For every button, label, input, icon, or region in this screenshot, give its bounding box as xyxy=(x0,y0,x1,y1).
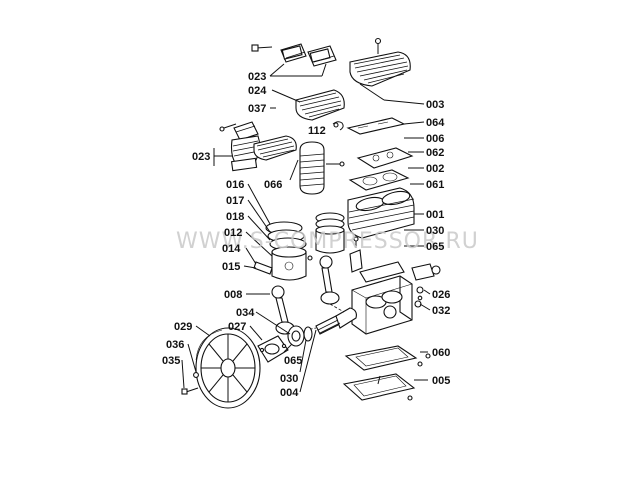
label-008: 008 xyxy=(224,289,242,301)
label-037: 037 xyxy=(248,103,266,115)
cylinder-head-024 xyxy=(295,89,345,121)
valve-cover-top-mid xyxy=(307,45,337,67)
label-027: 027 xyxy=(228,321,246,333)
base-gasket-060 xyxy=(344,345,431,371)
breather-valve xyxy=(349,236,363,273)
bearing-065 xyxy=(287,325,305,347)
label-066: 066 xyxy=(264,179,282,191)
flywheel-bolt-035 xyxy=(181,387,199,395)
label-012: 012 xyxy=(224,227,242,239)
crankcase-001 xyxy=(351,261,413,335)
piston-left xyxy=(271,246,307,281)
connecting-rod-left xyxy=(271,285,295,335)
label-035: 035 xyxy=(162,355,180,367)
label-023-top: 023 xyxy=(248,71,266,83)
flywheel-029 xyxy=(195,327,261,409)
connecting-rod-right xyxy=(319,255,340,305)
label-064: 064 xyxy=(426,117,445,129)
label-062: 062 xyxy=(426,147,444,159)
base-plate-005 xyxy=(342,373,416,401)
flywheel-key-036 xyxy=(193,372,199,378)
piston-pin-left xyxy=(253,255,313,275)
valve-cover-top-left xyxy=(280,43,307,63)
label-017: 017 xyxy=(226,195,244,207)
label-006: 006 xyxy=(426,133,444,145)
intercooler-066 xyxy=(299,141,345,195)
leader-lines xyxy=(181,63,431,393)
valve-plate-006 xyxy=(356,147,414,169)
sight-glass-032 xyxy=(414,295,423,308)
label-026: 026 xyxy=(432,289,450,301)
cylinder-061 xyxy=(347,187,415,239)
label-112: 112 xyxy=(308,125,326,137)
screw-top-right xyxy=(374,37,382,54)
label-032: 032 xyxy=(432,305,450,317)
label-023-left: 023 xyxy=(192,151,210,163)
label-001: 001 xyxy=(426,209,444,221)
label-014: 014 xyxy=(222,243,241,255)
cylinder-head-003 xyxy=(349,51,411,87)
label-036: 036 xyxy=(166,339,184,351)
label-005: 005 xyxy=(432,375,450,387)
label-015: 015 xyxy=(222,261,240,273)
label-065-bottom: 065 xyxy=(284,355,302,367)
label-029: 029 xyxy=(174,321,192,333)
gasket-064 xyxy=(346,117,406,135)
seal-030 xyxy=(303,326,313,342)
label-030-bottom: 030 xyxy=(280,373,298,385)
label-030-right: 030 xyxy=(426,225,444,237)
piston-rings-left xyxy=(265,221,307,251)
watermark-text: WWW.S-COMPRESSOR.RU xyxy=(176,229,479,254)
label-065-right: 065 xyxy=(426,241,444,253)
label-016: 016 xyxy=(226,179,244,191)
label-024: 024 xyxy=(248,85,267,97)
head-left-assembly xyxy=(219,121,261,172)
label-060: 060 xyxy=(432,347,450,359)
piston-right xyxy=(315,225,345,254)
fitting-112 xyxy=(332,121,344,131)
gasket-062 xyxy=(348,169,410,191)
cylinder-head-left xyxy=(253,135,297,161)
label-061: 061 xyxy=(426,179,444,191)
label-002: 002 xyxy=(426,163,444,175)
part-labels: 023 003 024 037 112 064 023 006 062 066 … xyxy=(162,71,450,399)
label-004: 004 xyxy=(280,387,299,399)
screw-top-left xyxy=(251,44,273,52)
label-018: 018 xyxy=(226,211,244,223)
bearing-cover-027 xyxy=(257,335,289,363)
label-003: 003 xyxy=(426,99,444,111)
oil-plug-026 xyxy=(411,263,441,294)
label-034: 034 xyxy=(236,307,255,319)
